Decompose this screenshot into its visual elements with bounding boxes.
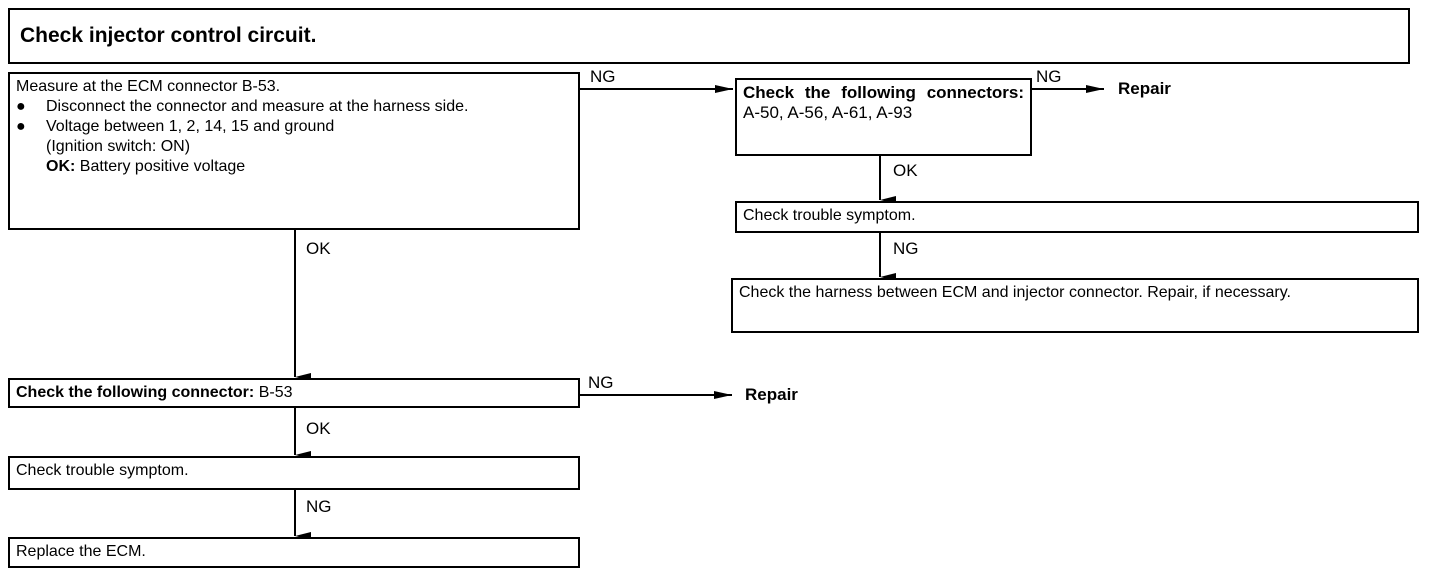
replace-text: Replace the ECM. (16, 543, 146, 560)
label-ng-connectors: NG (1036, 67, 1062, 86)
label-ng-left-connector: NG (588, 373, 614, 392)
bullet-dot: ● (16, 98, 26, 115)
label-ok-connectors: OK (893, 161, 918, 180)
measure-ok-text: Battery positive voltage (79, 158, 246, 175)
right-harness-text: Check the harness between ECM and inject… (739, 284, 1291, 301)
measure-box: Measure at the ECM connector B-53. ● Dis… (8, 72, 580, 230)
measure-bullet-2-text: Voltage between 1, 2, 14, 15 and ground (46, 118, 335, 135)
title-text: Check injector control circuit. (20, 24, 317, 47)
right-connectors-list: A-50, A-56, A-61, A-93 (743, 103, 913, 122)
label-ok-left-connector: OK (306, 419, 331, 438)
replace-box: Replace the ECM. (8, 537, 580, 568)
left-connector-box: Check the following connector: B-53 (8, 378, 580, 408)
right-harness-box: Check the harness between ECM and inject… (731, 278, 1419, 333)
measure-ok-line: OK: Battery positive voltage (16, 157, 572, 177)
measure-heading: Measure at the ECM connector B-53. (16, 78, 281, 95)
left-trouble-text: Check trouble symptom. (16, 462, 189, 479)
measure-ok-label: OK: (46, 158, 76, 175)
label-repair-top: Repair (1118, 79, 1171, 98)
label-ok-measure: OK (306, 239, 331, 258)
measure-bullet-1-text: Disconnect the connector and measure at … (46, 98, 469, 115)
label-repair-bottom: Repair (745, 385, 798, 404)
measure-bullet-2-sub: (Ignition switch: ON) (46, 138, 191, 155)
left-connector-id: B-53 (258, 384, 293, 401)
label-ng-measure: NG (590, 67, 616, 86)
label-ng-right-trouble: NG (893, 239, 919, 258)
right-connectors-box: Check the following connectors: A-50, A-… (735, 78, 1032, 156)
page-title: Check injector control circuit. (8, 8, 1410, 64)
measure-bullet-1: ● Disconnect the connector and measure a… (16, 97, 572, 117)
bullet-dot: ● (16, 118, 26, 135)
right-trouble-text: Check trouble symptom. (743, 207, 916, 224)
label-ng-left-trouble: NG (306, 497, 332, 516)
left-trouble-box: Check trouble symptom. (8, 456, 580, 490)
right-trouble-box: Check trouble symptom. (735, 201, 1419, 233)
left-connector-bold: Check the following connector: (16, 384, 255, 401)
right-connectors-bold: Check the following connectors: (743, 83, 1024, 102)
measure-bullet-2: ● Voltage between 1, 2, 14, 15 and groun… (16, 117, 572, 137)
